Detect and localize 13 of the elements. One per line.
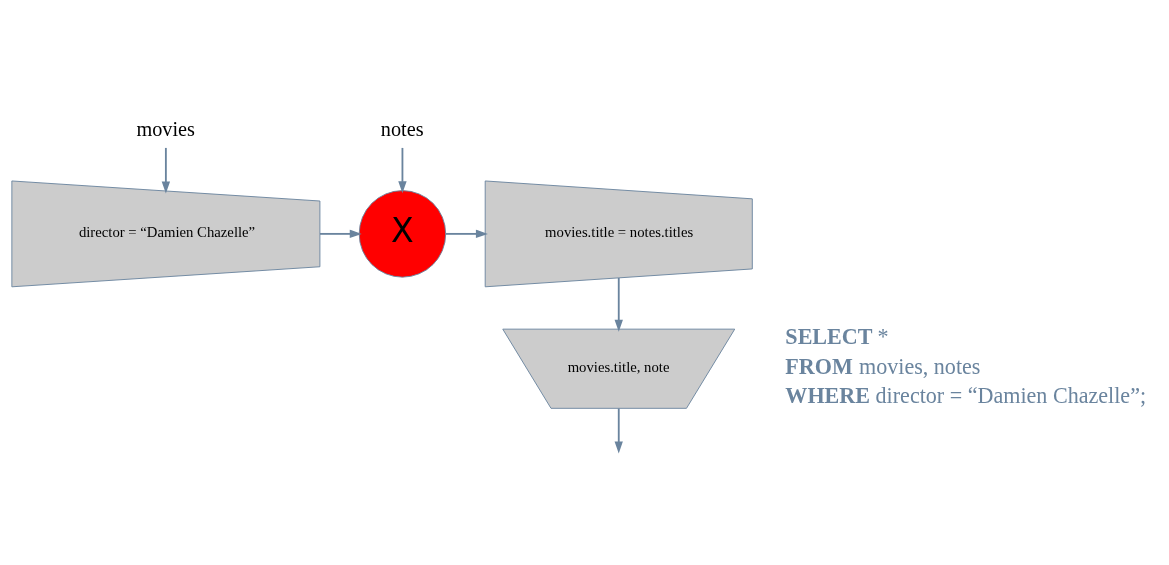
label: SELECT * bbox=[785, 323, 889, 349]
node-circle: X bbox=[358, 189, 447, 278]
arrow bbox=[398, 146, 407, 193]
arrow bbox=[614, 276, 623, 332]
node-text: movies bbox=[136, 117, 195, 140]
node-box: movies.title = notes.titles bbox=[484, 180, 753, 287]
arrow bbox=[161, 146, 171, 194]
label: FROM movies, notes bbox=[785, 353, 981, 379]
node-text: notes bbox=[380, 117, 424, 140]
arrow bbox=[614, 407, 623, 453]
label: WHERE director = “Damien Chazelle”; bbox=[785, 382, 1147, 408]
arrow bbox=[319, 229, 362, 238]
arrow bbox=[445, 229, 488, 238]
